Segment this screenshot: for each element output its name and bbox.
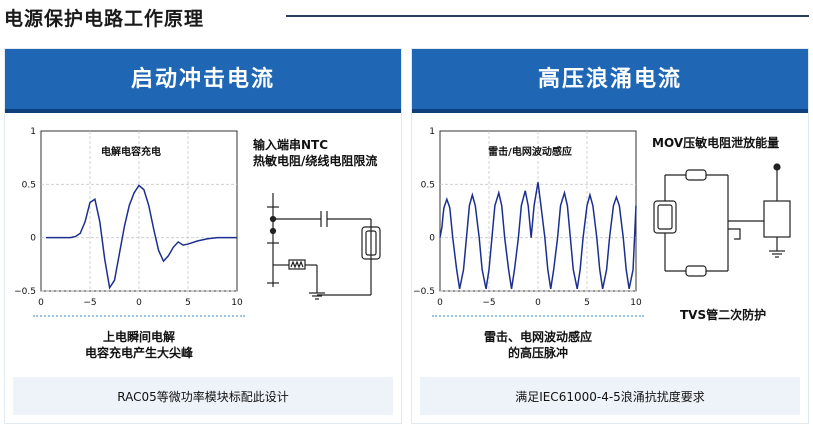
branch-wire bbox=[728, 228, 741, 240]
footer-note: 满足IEC61000-4-5浪涌抗扰度要求 bbox=[420, 377, 800, 415]
y-tick-label: 0.5 bbox=[22, 180, 36, 190]
x-tick-label: 10 bbox=[231, 298, 243, 308]
tvs-resistor bbox=[685, 265, 707, 277]
chart-caption: 上电瞬间电解 电容充电产生大尖峰 bbox=[33, 329, 245, 361]
footer-note: RAC05等微功率模块标配此设计 bbox=[13, 377, 393, 415]
x-tick-label: 5 bbox=[185, 298, 191, 308]
x-tick-label: 0 bbox=[535, 298, 541, 308]
x-axis-ticks: 0 −5 0 5 10 bbox=[437, 298, 642, 308]
y-axis-ticks: 1 0.5 0 −0.5 bbox=[14, 127, 36, 297]
resistor-coil bbox=[290, 260, 304, 269]
grid bbox=[41, 131, 237, 292]
x-tick-label: 10 bbox=[630, 298, 642, 308]
source-block bbox=[653, 200, 677, 234]
x-tick-label: 0 bbox=[38, 298, 44, 308]
chart-caption: 雷击、电网波动感应 的高压脉冲 bbox=[432, 329, 644, 361]
x-tick-label: −5 bbox=[83, 298, 96, 308]
node-dot bbox=[269, 227, 277, 235]
x-axis-ticks: 0 −5 0 5 10 bbox=[38, 298, 243, 308]
panel-header: 启动冲击电流 bbox=[5, 49, 401, 113]
caption-divider bbox=[33, 315, 245, 317]
load-block-inner bbox=[365, 230, 377, 256]
source-block-inner bbox=[657, 204, 673, 230]
y-tick-label: 1 bbox=[429, 127, 435, 137]
ntc-title: 输入端串NTC 热敏电阻/绕线电阻限流 bbox=[253, 137, 377, 169]
x-tick-label: 5 bbox=[584, 298, 590, 308]
chart-title: 电解电容充电 bbox=[101, 145, 161, 158]
caption-line: 电容充电产生大尖峰 bbox=[84, 346, 193, 360]
ntc-title-line: 热敏电阻/绕线电阻限流 bbox=[253, 154, 378, 168]
waveform-line bbox=[439, 182, 637, 290]
tvs-title: TVS管二次防护 bbox=[680, 308, 767, 322]
y-tick-label: −0.5 bbox=[413, 287, 435, 297]
caption-divider bbox=[432, 315, 644, 317]
terminal-dot bbox=[773, 163, 781, 171]
panel-header-title: 启动冲击电流 bbox=[130, 67, 275, 92]
tvs-block bbox=[763, 200, 791, 238]
ntc-circuit-diagram bbox=[267, 193, 381, 300]
title-rule bbox=[286, 15, 809, 17]
mov-title: MOV压敏电阻泄放能量 bbox=[652, 136, 780, 150]
caption-line: 雷击、电网波动感应 bbox=[483, 330, 592, 344]
load-block bbox=[361, 226, 381, 260]
caption-line: 上电瞬间电解 bbox=[102, 330, 175, 344]
chart-title: 雷击/电网波动感应 bbox=[488, 145, 572, 158]
footer-note-text: 满足IEC61000-4-5浪涌抗扰度要求 bbox=[515, 390, 705, 404]
y-tick-label: 0 bbox=[429, 234, 435, 244]
y-tick-label: −0.5 bbox=[14, 287, 36, 297]
waveform-line bbox=[45, 184, 237, 290]
page-title: 电源保护电路工作原理 bbox=[4, 8, 205, 30]
mov-resistor bbox=[685, 169, 707, 181]
panel-header-title: 高压浪涌电流 bbox=[537, 67, 682, 92]
panel-header: 高压浪涌电流 bbox=[412, 49, 808, 113]
caption-line: 的高压脉冲 bbox=[507, 346, 568, 360]
x-tick-label: −5 bbox=[482, 298, 495, 308]
y-axis-ticks: 1 0.5 0 −0.5 bbox=[413, 127, 435, 297]
x-tick-label: 0 bbox=[136, 298, 142, 308]
y-tick-label: 1 bbox=[30, 127, 36, 137]
y-tick-label: 0.5 bbox=[421, 180, 435, 190]
footer-note-text: RAC05等微功率模块标配此设计 bbox=[117, 390, 289, 404]
mov-tvs-circuit-diagram bbox=[653, 163, 791, 277]
x-tick-label: 0 bbox=[437, 298, 443, 308]
ntc-title-line: 输入端串NTC bbox=[253, 138, 329, 152]
y-tick-label: 0 bbox=[30, 234, 36, 244]
